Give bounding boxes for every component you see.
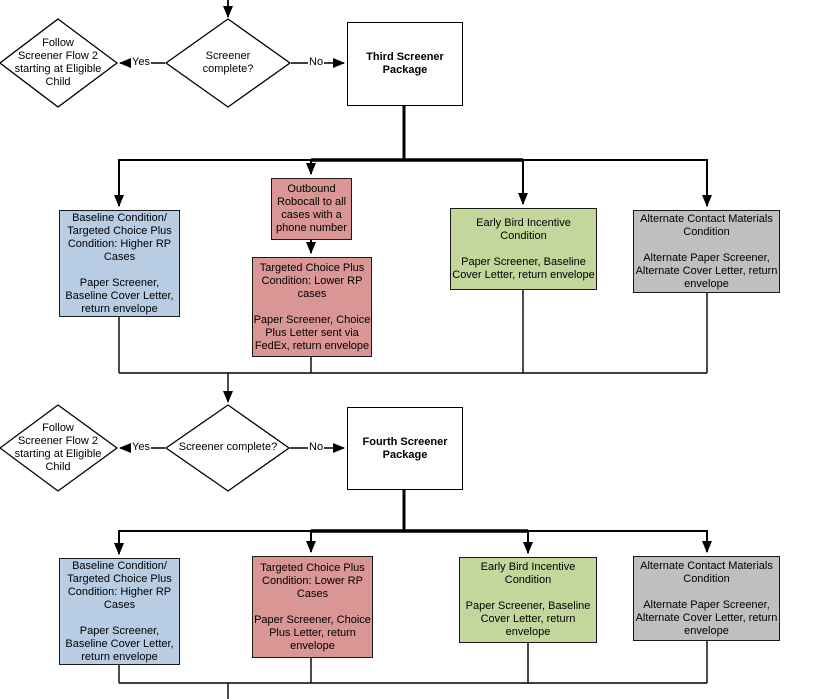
follow-flow-diamond-label-2: Follow Screener Flow 2 starting at Eligi… <box>14 422 102 473</box>
no-label-1: No <box>308 56 325 69</box>
follow-flow-diamond-label-1: Follow Screener Flow 2 starting at Eligi… <box>14 37 102 88</box>
no-label-2: No <box>308 441 325 454</box>
robocall-box: Outbound Robocall to all cases with a ph… <box>271 178 352 240</box>
screener-complete-diamond-1 <box>164 18 292 108</box>
baseline-condition-box-2: Baseline Condition/ Targeted Choice Plus… <box>59 558 180 665</box>
follow-flow-diamond-1 <box>0 18 119 108</box>
screener-complete-diamond-2 <box>164 404 291 492</box>
follow-flow-diamond-2 <box>0 404 119 492</box>
targeted-choice-box-2: Targeted Choice Plus Condition: Lower RP… <box>252 556 373 658</box>
yes-label-1: Yes <box>131 56 151 69</box>
early-bird-box-1: Early Bird Incentive Condition Paper Scr… <box>450 208 597 290</box>
alternate-contact-box-1: Alternate Contact Materials Condition Al… <box>633 210 780 293</box>
third-screener-package-box: Third Screener Package <box>347 22 463 106</box>
screener-complete-diamond-label-1: Screener complete? <box>202 50 254 75</box>
early-bird-box-2: Early Bird Incentive Condition Paper Scr… <box>459 557 597 643</box>
alternate-contact-box-2: Alternate Contact Materials Condition Al… <box>633 556 780 641</box>
baseline-condition-box-1: Baseline Condition/ Targeted Choice Plus… <box>59 210 180 317</box>
yes-label-2: Yes <box>131 441 151 454</box>
fourth-screener-package-box: Fourth Screener Package <box>347 407 463 490</box>
targeted-choice-box-1: Targeted Choice Plus Condition: Lower RP… <box>252 257 372 357</box>
screener-complete-diamond-label-2: Screener complete? <box>178 441 278 453</box>
